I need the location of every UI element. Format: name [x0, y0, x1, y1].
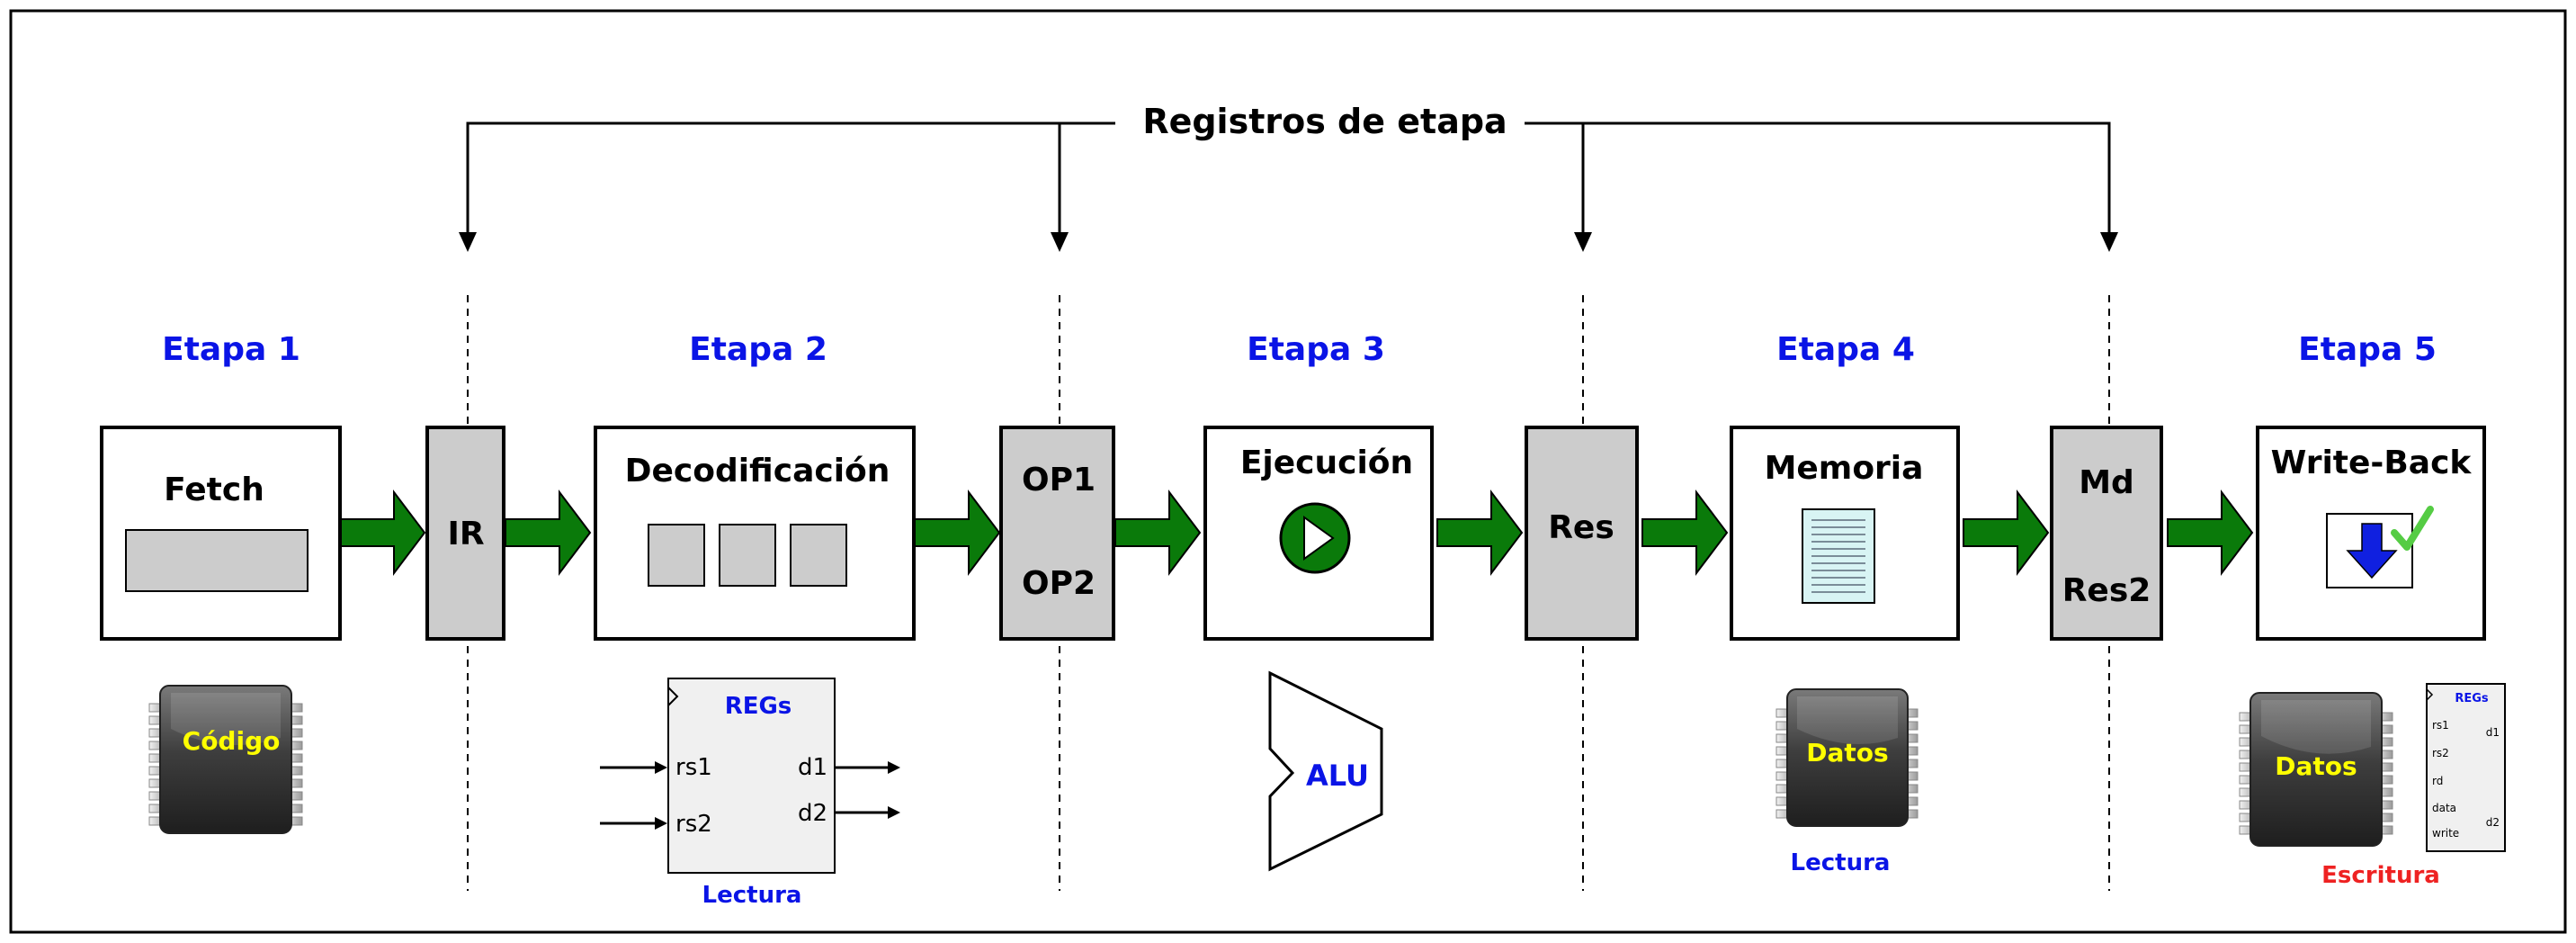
stage-3-label: Etapa 3 — [1247, 331, 1385, 368]
regfile-small-rd: rd — [2432, 775, 2443, 787]
code-chip-label: Código — [183, 726, 281, 756]
regfile-small-d2: d2 — [2486, 816, 2500, 829]
fetch-box: Fetch — [100, 426, 342, 641]
regfile-small-rs2: rs2 — [2432, 747, 2449, 759]
arrow-out-d2 — [888, 806, 900, 819]
register-md-label: Md — [2079, 464, 2134, 501]
decode-field-icon — [719, 524, 776, 587]
regfile-d2-label: d2 — [798, 800, 827, 827]
data-memory-chip-read-icon: Datos Lectura — [1775, 688, 1919, 876]
regfile-small-title: REGs — [2455, 692, 2489, 705]
fetch-register-icon — [125, 529, 309, 592]
arrow-in-rs2 — [655, 817, 667, 830]
register-res2-label: Res2 — [2062, 572, 2151, 609]
register-file-block: REGs rs1 rs2 d1 d2 Lectura — [600, 678, 900, 909]
register-res: Res — [1525, 426, 1639, 641]
alu-label: ALU — [1306, 759, 1369, 793]
alu-shape: ALU — [1268, 670, 1383, 872]
arrow-down-md — [2100, 232, 2118, 252]
flow-arrow-1 — [339, 489, 426, 576]
flow-arrow-3 — [914, 489, 1001, 576]
flow-arrow-5 — [1436, 489, 1524, 576]
flow-arrow-4 — [1114, 489, 1202, 576]
data-memory-chip-write-icon: Datos Escritura — [2239, 692, 2440, 889]
decode-field-icon — [648, 524, 705, 587]
register-file-small: REGs rs1 rs2 rd data write d1 d2 — [2426, 683, 2506, 852]
memory-write-caption: Escritura — [2321, 862, 2440, 889]
memory-title: Memoria — [1765, 450, 1924, 487]
stage-registers-bracket: Registros de etapa — [459, 102, 2118, 252]
regfile-rs2-label: rs2 — [675, 811, 712, 838]
decode-title: Decodificación — [625, 453, 890, 489]
data-read-chip-label: Datos — [1806, 738, 1888, 768]
memory-box: Memoria — [1730, 426, 1960, 641]
data-write-chip-label: Datos — [2275, 751, 2357, 781]
regfile-caption: Lectura — [702, 882, 802, 909]
register-ir: IR — [425, 426, 505, 641]
register-ir-label: IR — [447, 516, 484, 552]
play-icon — [1279, 502, 1351, 574]
stage-1-label: Etapa 1 — [162, 331, 300, 368]
code-memory-chip-icon: Código — [148, 685, 303, 834]
regfile-rs1-label: rs1 — [675, 754, 712, 781]
writeback-box: Write-Back — [2256, 426, 2486, 641]
decode-box: Decodificación — [594, 426, 916, 641]
arrow-down-res — [1574, 232, 1592, 252]
decode-field-icon — [790, 524, 847, 587]
fetch-title: Fetch — [164, 472, 264, 508]
flow-arrow-8 — [2167, 489, 2254, 576]
save-download-icon — [2326, 513, 2413, 588]
flow-arrows — [339, 489, 2254, 576]
flow-arrow-6 — [1641, 489, 1729, 576]
arrow-in-rs1 — [655, 761, 667, 774]
regfile-title: REGs — [725, 693, 792, 720]
regfile-small-write: write — [2432, 827, 2459, 840]
flow-arrow-2 — [505, 489, 592, 576]
stage-registers-title: Registros de etapa — [1142, 102, 1507, 141]
execute-box: Ejecución — [1203, 426, 1434, 641]
regfile-small-d1: d1 — [2486, 726, 2500, 739]
arrow-down-op — [1051, 232, 1069, 252]
stage-5-label: Etapa 5 — [2298, 331, 2437, 368]
arrow-out-d1 — [888, 761, 900, 774]
register-md: Md Res2 — [2050, 426, 2163, 641]
regfile-d1-label: d1 — [798, 754, 827, 781]
register-res-label: Res — [1548, 509, 1614, 546]
stage-2-label: Etapa 2 — [689, 331, 827, 368]
flow-arrow-7 — [1963, 489, 2050, 576]
regfile-small-rs1: rs1 — [2432, 719, 2449, 732]
document-icon — [1802, 508, 1875, 604]
stage-4-label: Etapa 4 — [1776, 331, 1915, 368]
register-op: OP1 OP2 — [999, 426, 1115, 641]
arrow-down-ir — [459, 232, 477, 252]
register-op1-label: OP1 — [1022, 462, 1096, 498]
register-op2-label: OP2 — [1022, 565, 1096, 602]
checkmark-icon — [2391, 506, 2434, 551]
writeback-title: Write-Back — [2271, 445, 2473, 481]
outer-frame — [9, 9, 2567, 934]
memory-read-caption: Lectura — [1791, 849, 1891, 876]
execute-title: Ejecución — [1240, 445, 1413, 481]
regfile-small-data: data — [2432, 802, 2456, 814]
